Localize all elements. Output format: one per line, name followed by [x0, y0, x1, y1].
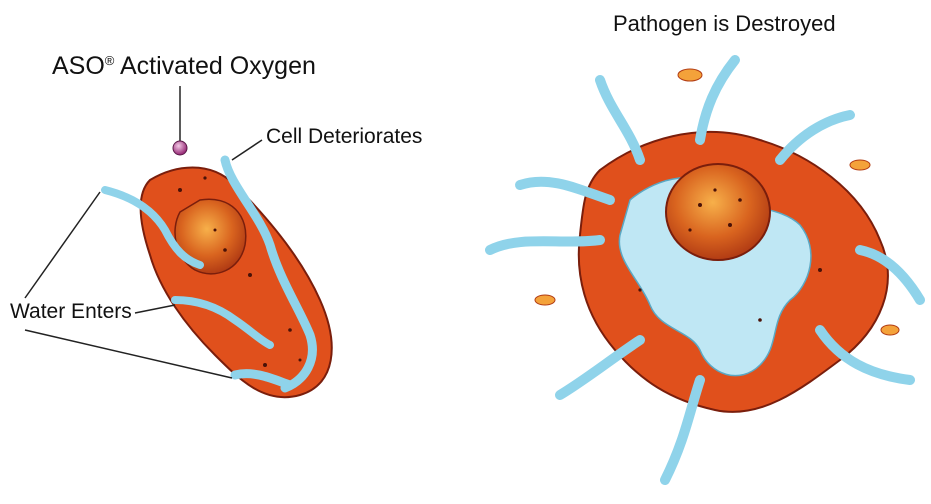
oxygen-molecule-icon: [173, 141, 187, 155]
registered-mark: ®: [105, 53, 115, 68]
cell-deteriorates-label: Cell Deteriorates: [266, 125, 422, 149]
activated-oxygen-label: ASO® Activated Oxygen: [52, 52, 316, 81]
activated-oxygen-suffix: Activated Oxygen: [114, 52, 316, 80]
activated-oxygen-prefix: ASO: [52, 52, 105, 80]
water-enters-label: Water Enters: [10, 300, 132, 324]
cell-deteriorates-pointer: [232, 140, 262, 160]
pathogen-destroyed-label: Pathogen is Destroyed: [613, 11, 836, 37]
deteriorating-cell: [105, 160, 332, 397]
destroyed-pathogen: [490, 60, 920, 480]
